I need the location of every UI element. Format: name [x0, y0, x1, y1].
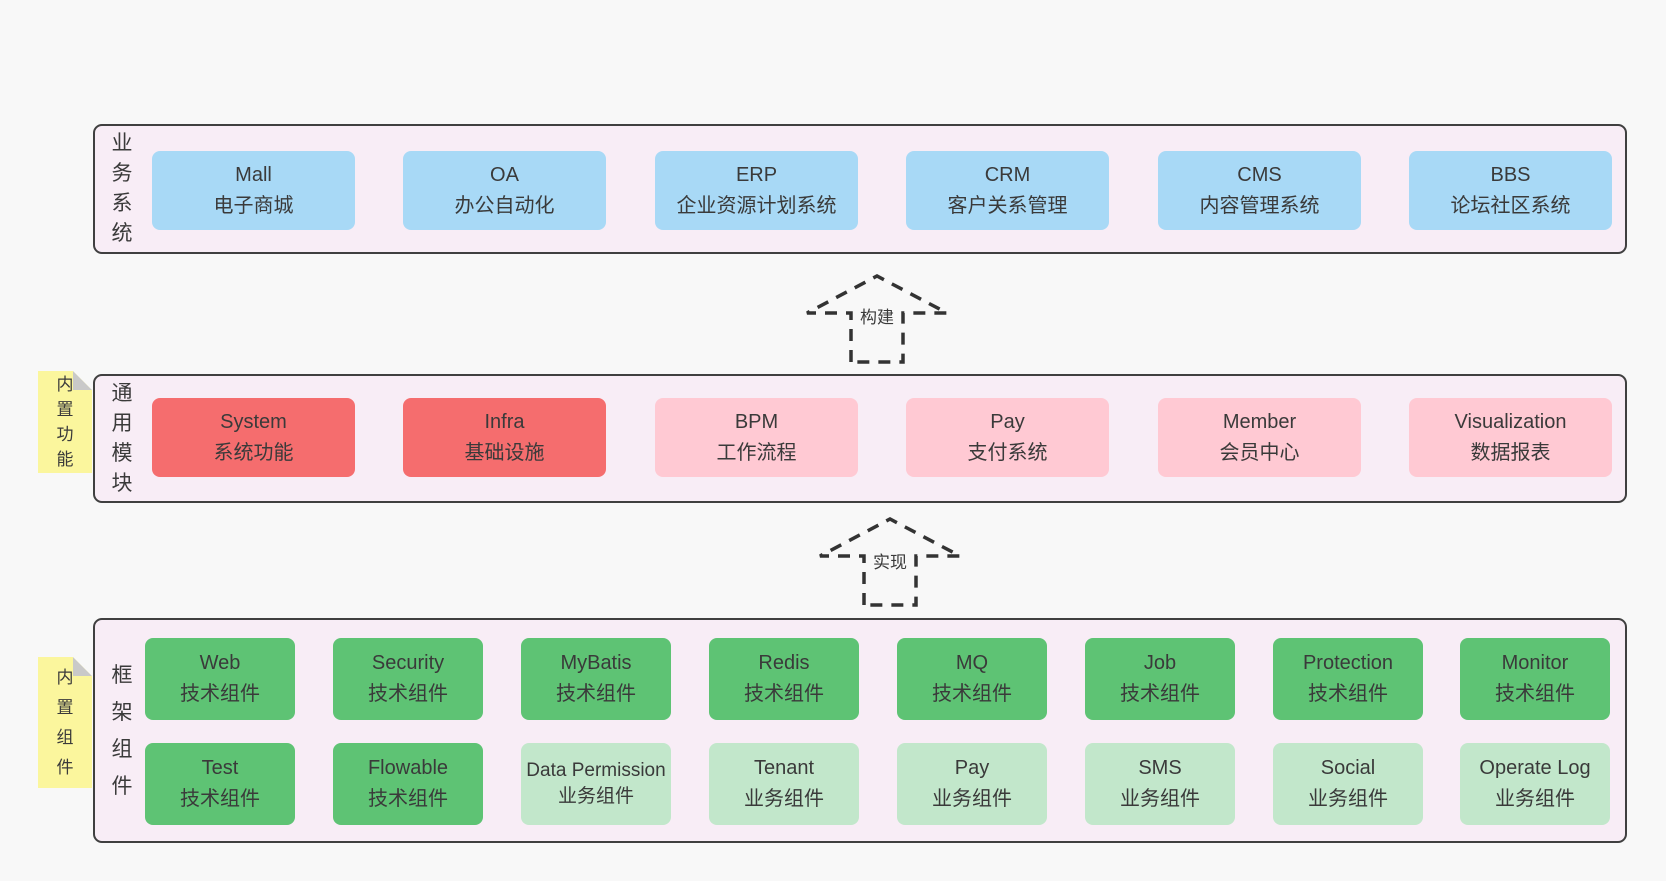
folded-corner-icon — [73, 657, 92, 676]
layer-business-systems: 业 务 系 统 Mall 电子商城 OA 办公自动化 ERP 企业资源计划系统 … — [93, 124, 1627, 254]
box-pay-system: Pay 支付系统 — [906, 398, 1109, 477]
folded-corner-icon — [73, 371, 92, 390]
box-cms: CMS 内容管理系统 — [1158, 151, 1361, 230]
box-operate-log: Operate Log 业务组件 — [1460, 743, 1610, 825]
layer-label-framework-components: 框 架 组 件 — [111, 663, 133, 798]
dashed-up-arrow-icon — [806, 274, 948, 364]
box-redis: Redis 技术组件 — [709, 638, 859, 720]
box-data-permission: Data Permission 业务组件 — [521, 743, 671, 825]
box-oa: OA 办公自动化 — [403, 151, 606, 230]
box-member: Member 会员中心 — [1158, 398, 1361, 477]
box-visualization: Visualization 数据报表 — [1409, 398, 1612, 477]
layer-common-modules: 通 用 模 块 System 系统功能 Infra 基础设施 BPM 工作流程 … — [93, 374, 1627, 503]
arrow-build: 构建 — [780, 263, 974, 367]
box-mq: MQ 技术组件 — [897, 638, 1047, 720]
box-bpm: BPM 工作流程 — [655, 398, 858, 477]
box-job: Job 技术组件 — [1085, 638, 1235, 720]
box-tenant: Tenant 业务组件 — [709, 743, 859, 825]
box-protection: Protection 技术组件 — [1273, 638, 1423, 720]
tag-built-in-components: 内 置 组 件 — [38, 657, 92, 788]
box-mall: Mall 电子商城 — [152, 151, 355, 230]
arrow-implement: 实现 — [793, 505, 987, 609]
box-test: Test 技术组件 — [145, 743, 295, 825]
box-erp: ERP 企业资源计划系统 — [655, 151, 858, 230]
box-security: Security 技术组件 — [333, 638, 483, 720]
dashed-up-arrow-icon — [819, 517, 961, 607]
arrow-implement-label: 实现 — [793, 552, 987, 574]
layer-label-business-systems: 业 务 系 统 — [111, 132, 133, 245]
box-system: System 系统功能 — [152, 398, 355, 477]
box-pay-component: Pay 业务组件 — [897, 743, 1047, 825]
box-flowable: Flowable 技术组件 — [333, 743, 483, 825]
layer-label-common-modules: 通 用 模 块 — [111, 381, 133, 495]
box-sms: SMS 业务组件 — [1085, 743, 1235, 825]
box-monitor: Monitor 技术组件 — [1460, 638, 1610, 720]
arrow-build-label: 构建 — [780, 307, 974, 329]
box-crm: CRM 客户关系管理 — [906, 151, 1109, 230]
box-mybatis: MyBatis 技术组件 — [521, 638, 671, 720]
box-infra: Infra 基础设施 — [403, 398, 606, 477]
box-bbs: BBS 论坛社区系统 — [1409, 151, 1612, 230]
tag-built-in-features: 内 置 功 能 — [38, 371, 92, 473]
layer-framework-components: 框 架 组 件 Web 技术组件 Security 技术组件 MyBatis 技… — [93, 618, 1627, 843]
box-web: Web 技术组件 — [145, 638, 295, 720]
box-social: Social 业务组件 — [1273, 743, 1423, 825]
